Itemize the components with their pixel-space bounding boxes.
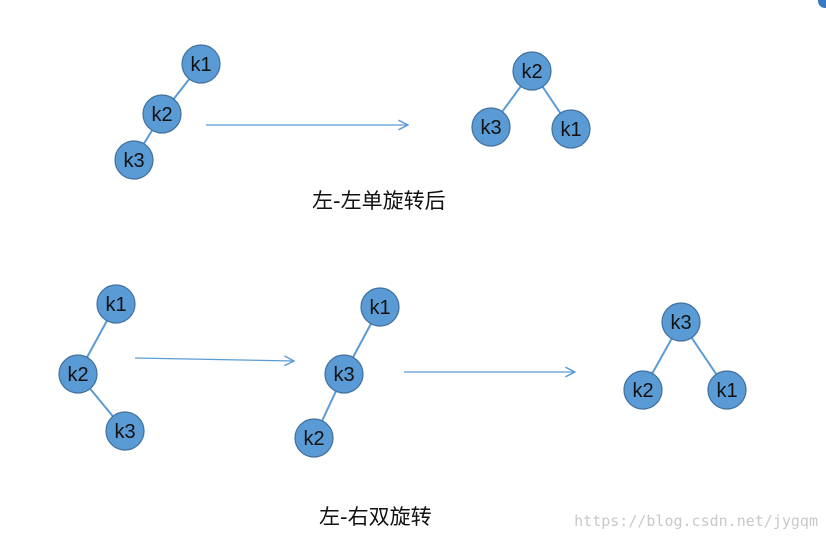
node-circle [360, 287, 400, 327]
node-label: k1 [716, 380, 737, 402]
node-circle [512, 51, 552, 91]
node-circle [661, 302, 701, 342]
watermark: https://blog.csdn.net/jygqm [574, 512, 818, 530]
node-label: k1 [190, 54, 211, 76]
node-label: k1 [105, 294, 126, 316]
node-circle [707, 370, 747, 410]
transition-arrow-lr-1 [134, 358, 294, 361]
tree-node-lr-before-k2: k2 [58, 354, 98, 394]
tree-node-lr-after-k1: k1 [707, 370, 747, 410]
caption-left-left-single-rotation: 左-左单旋转后 [312, 189, 446, 213]
node-label: k2 [303, 428, 324, 450]
tree-node-ll-before-k1: k1 [181, 44, 221, 84]
node-label: k2 [632, 380, 653, 402]
node-label: k3 [123, 150, 144, 172]
node-circle [142, 94, 182, 134]
node-label: k3 [670, 312, 691, 334]
node-circle [551, 109, 591, 149]
node-label: k1 [560, 119, 581, 141]
node-label: k2 [67, 364, 88, 386]
tree-node-lr-middle-k3: k3 [324, 354, 364, 394]
node-label: k2 [521, 61, 542, 83]
node-label: k3 [333, 364, 354, 386]
node-label: k3 [480, 117, 501, 139]
node-circle [324, 354, 364, 394]
tree-node-ll-before-k3: k3 [114, 140, 154, 180]
tree-node-ll-after-k2: k2 [512, 51, 552, 91]
node-circle [181, 44, 221, 84]
node-circle [96, 284, 136, 324]
tree-node-ll-before-k2: k2 [142, 94, 182, 134]
node-label: k2 [151, 104, 172, 126]
corner-decoration [818, 0, 826, 8]
node-label: k1 [369, 297, 390, 319]
node-circle [114, 140, 154, 180]
tree-node-lr-before-k3: k3 [105, 411, 145, 451]
tree-node-lr-middle-k2: k2 [294, 418, 334, 458]
tree-node-ll-after-k1: k1 [551, 109, 591, 149]
node-circle [294, 418, 334, 458]
tree-node-lr-after-k2: k2 [623, 370, 663, 410]
node-circle [471, 107, 511, 147]
node-label: k3 [114, 421, 135, 443]
tree-node-lr-after-k3: k3 [661, 302, 701, 342]
caption-left-right-double-rotation: 左-右双旋转 [319, 505, 432, 529]
tree-node-lr-before-k1: k1 [96, 284, 136, 324]
node-circle [105, 411, 145, 451]
tree-node-ll-after-k3: k3 [471, 107, 511, 147]
node-circle [58, 354, 98, 394]
node-circle [623, 370, 663, 410]
tree-node-lr-middle-k1: k1 [360, 287, 400, 327]
